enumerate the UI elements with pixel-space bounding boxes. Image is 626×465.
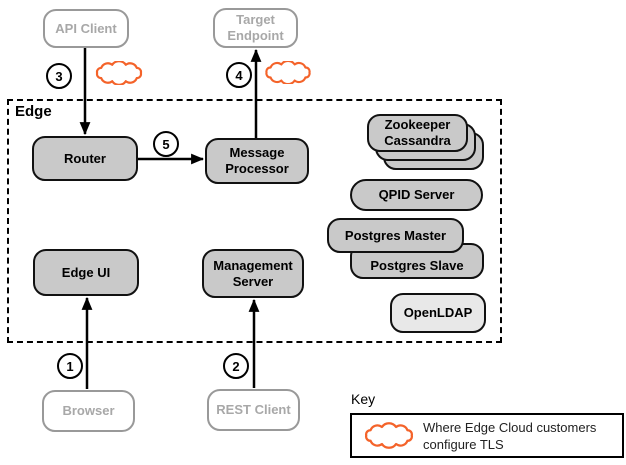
target-endpoint-node: Target Endpoint <box>213 8 298 48</box>
step-badge-5: 5 <box>153 131 179 157</box>
step-badge-2: 2 <box>223 353 249 379</box>
edge-ui-node: Edge UI <box>33 249 139 296</box>
management-server-node: Management Server <box>202 249 304 298</box>
step-badge-4: 4 <box>226 62 252 88</box>
zookeeper-cassandra-node: Zookeeper Cassandra <box>367 114 468 152</box>
browser-node: Browser <box>42 390 135 432</box>
openldap-node: OpenLDAP <box>390 293 486 333</box>
key-title: Key <box>351 391 376 407</box>
step-badge-3: 3 <box>46 63 72 89</box>
router-node: Router <box>32 136 138 181</box>
key-entry-text: Where Edge Cloud customers configure TLS <box>423 419 597 452</box>
tls-cloud-icon <box>95 61 143 85</box>
edge-container-label: Edge <box>15 103 52 120</box>
postgres-master-node: Postgres Master <box>327 218 464 253</box>
step-badge-1: 1 <box>57 353 83 379</box>
tls-cloud-icon <box>365 422 413 449</box>
qpid-server-node: QPID Server <box>350 179 483 211</box>
tls-cloud-icon <box>265 61 311 84</box>
key-legend-box: Where Edge Cloud customers configure TLS <box>350 413 624 458</box>
api-client-node: API Client <box>43 9 129 48</box>
rest-client-node: REST Client <box>207 389 300 431</box>
postgres-slave-label: Postgres Slave <box>370 258 464 273</box>
message-processor-node: Message Processor <box>205 138 309 184</box>
